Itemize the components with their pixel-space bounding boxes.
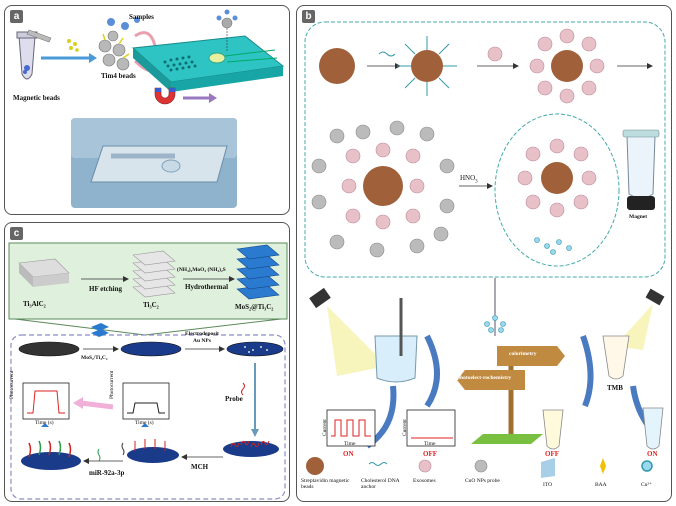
mos2-ti3c2-label: MoS₂@Ti₃C₂ bbox=[235, 303, 274, 311]
signal-off-2: OFF bbox=[545, 450, 559, 458]
au-electrode bbox=[226, 341, 284, 357]
signal-on-2: ON bbox=[647, 450, 658, 458]
photocurrent-plot-2 bbox=[122, 382, 170, 420]
pec-cell bbox=[374, 335, 418, 383]
panel-a: a bbox=[4, 5, 290, 215]
panel-c-illustration bbox=[8, 242, 288, 500]
panel-a-label: a bbox=[10, 10, 23, 23]
magnetic-beads-tube bbox=[18, 35, 36, 80]
magnet-label: Magnet bbox=[629, 214, 648, 220]
mos2-tic2-label: MoS₂/Ti₃C₂ bbox=[81, 355, 108, 361]
hydrothermal-label: Hydrothermal bbox=[185, 283, 229, 291]
reagent-dots bbox=[67, 39, 79, 52]
ti3c2-layers bbox=[132, 250, 176, 298]
detection-chamber bbox=[208, 52, 226, 64]
colorimetry-label: colorimetry bbox=[509, 351, 537, 357]
target-electrode bbox=[21, 452, 81, 470]
hydrothermal-reagents-label: (NH₄)₂MoO₄ (NH₄)₂S bbox=[177, 267, 226, 273]
panel-c-label: c bbox=[10, 227, 23, 240]
signal-on-1: ON bbox=[343, 450, 354, 458]
au-nps-label: Au NPs bbox=[193, 338, 211, 344]
bead-complex bbox=[363, 166, 403, 206]
photocurrent-axis-2: Photocurrent bbox=[109, 370, 115, 399]
mch-electrode bbox=[127, 447, 179, 463]
mir-label: miR-92a-3p bbox=[89, 469, 125, 477]
time-axis-1: Time (s) bbox=[35, 420, 54, 426]
hf-etching-label: HF etching bbox=[89, 285, 122, 293]
time-axis-off: Time bbox=[424, 441, 436, 447]
photocurrent-axis-1: Photocurrent bbox=[9, 370, 15, 399]
legend-ito-icon bbox=[541, 458, 555, 478]
magnet-tube bbox=[626, 135, 656, 199]
magnetic-beads-label: Magnetic beads bbox=[13, 94, 60, 102]
current-axis-off: Current bbox=[402, 419, 408, 436]
photoelectro-label: photoelect-rochemistry bbox=[457, 375, 512, 381]
tim4-beads-cluster bbox=[98, 30, 130, 71]
legend-baa-icon bbox=[600, 458, 606, 474]
cu-ions bbox=[534, 237, 572, 255]
panel-b-illustration bbox=[304, 21, 666, 478]
signal-off-1: OFF bbox=[423, 450, 437, 458]
panel-b: b bbox=[296, 5, 672, 502]
mch-label: MCH bbox=[191, 463, 209, 471]
legend-cuo-icon bbox=[474, 459, 488, 473]
tmb-tube bbox=[602, 335, 630, 380]
legend-cuo: CuO NPs probe bbox=[465, 478, 500, 484]
released-complex-region bbox=[494, 113, 620, 267]
probe-electrode bbox=[223, 441, 279, 457]
current-plot-off bbox=[406, 409, 456, 447]
ti3alc2-label: Ti₃AlC₂ bbox=[23, 300, 46, 308]
panel-c: c bbox=[4, 222, 290, 502]
probe-label: Probe bbox=[225, 395, 243, 403]
tim4-beads-label: Tim4 beads bbox=[101, 72, 136, 80]
samples-label: Samples bbox=[129, 13, 154, 21]
legend-cu-icon bbox=[641, 460, 653, 472]
legend-baa: BAA bbox=[595, 482, 607, 488]
ti3c2-label: Ti₃C₂ bbox=[143, 301, 159, 309]
time-axis-2: Time (s) bbox=[135, 420, 154, 426]
legend-streptavidin: Streptavidin magnetic beads bbox=[301, 478, 350, 490]
legend-anchor-icon bbox=[368, 462, 388, 466]
legend-exosome-icon bbox=[418, 459, 432, 473]
on-tube bbox=[642, 407, 664, 450]
current-axis-on: Current bbox=[322, 419, 328, 436]
mos2-layers bbox=[236, 244, 280, 300]
electrode-modification-region bbox=[10, 334, 286, 500]
legend-cu: Cu²⁺ bbox=[641, 482, 652, 488]
legend-ito: ITO bbox=[543, 482, 553, 488]
time-axis-on: Time bbox=[344, 441, 356, 447]
hno3-label: HNO3 bbox=[460, 174, 478, 185]
legend-bead-icon bbox=[306, 457, 324, 475]
electrodeposit-label: Electrodeposit bbox=[185, 331, 219, 337]
legend-exosomes: Exosomes bbox=[413, 478, 436, 484]
legend-cholesterol: Cholesterol DNA anchor bbox=[361, 478, 400, 490]
bare-electrode bbox=[18, 341, 80, 357]
photocurrent-plot-1 bbox=[22, 382, 70, 420]
tmb-label: TMB bbox=[607, 384, 623, 392]
modified-electrode bbox=[120, 341, 182, 357]
panel-a-illustration bbox=[16, 9, 285, 208]
off-tube bbox=[542, 409, 564, 450]
capture-process-region bbox=[304, 21, 666, 278]
samples-exosomes bbox=[107, 17, 140, 30]
panel-b-label: b bbox=[302, 10, 315, 23]
streptavidin-bead bbox=[319, 48, 355, 84]
